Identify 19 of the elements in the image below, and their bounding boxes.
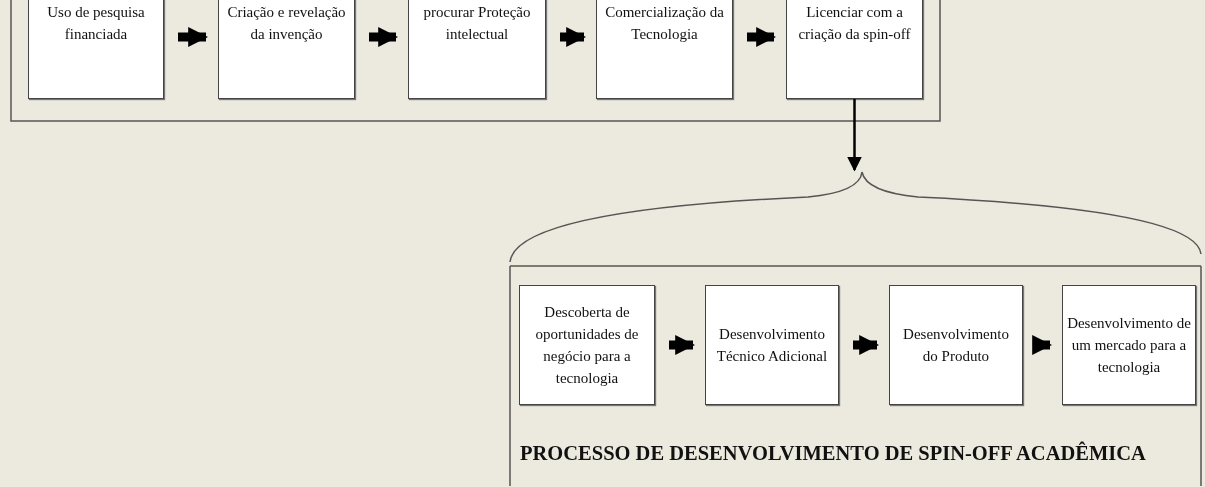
block-arrow (560, 27, 586, 47)
process-box: Descoberta de oportunidades de negócio para a tecnologia (519, 285, 655, 405)
group-panel (10, 0, 941, 122)
group-title: PROCESSO DE DESENVOLVIMENTO DE SPIN-OFF ACADÊMICA (520, 442, 1146, 465)
block-arrow (747, 27, 776, 47)
block-arrow (669, 335, 695, 355)
process-box: Uso de pesquisa financiada (28, 0, 164, 99)
process-box: Criação e revelação da invenção (218, 0, 355, 99)
block-arrow (853, 335, 879, 355)
process-box: Comercialização da Tecnologia (596, 0, 733, 99)
block-arrow (369, 27, 398, 47)
process-box: Desenvolvimento Técnico Adicional (705, 285, 839, 405)
block-arrow (178, 27, 208, 47)
process-box: Licenciar com a criação da spin-off (786, 0, 923, 99)
process-box: procurar Proteção intelectual (408, 0, 546, 99)
block-arrow (1032, 335, 1052, 355)
arrow (847, 99, 862, 172)
process-box: Desenvolvimento do Produto (889, 285, 1023, 405)
process-box: Desenvolvimento de um mercado para a tecnologia (1062, 285, 1196, 405)
